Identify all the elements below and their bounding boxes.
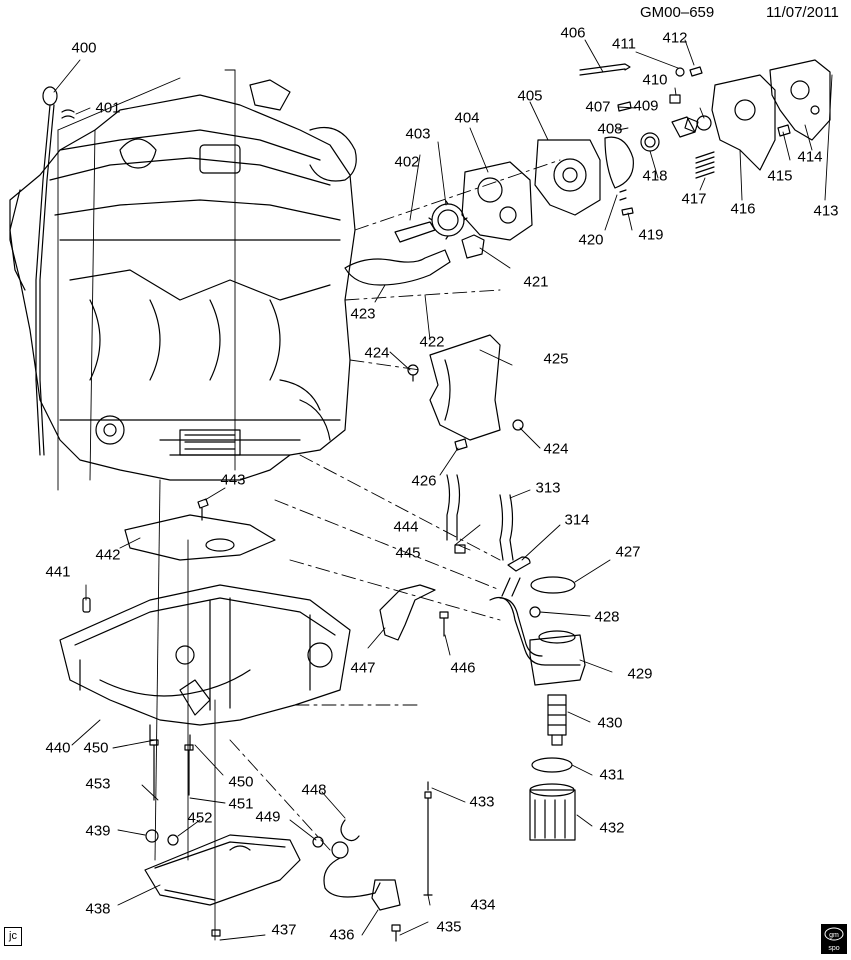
diagram-ref-id: GM00–659	[640, 4, 715, 21]
callout-447: 447	[350, 659, 376, 677]
callout-419: 419	[638, 226, 664, 244]
callout-402: 402	[394, 153, 420, 171]
fasteners-lower	[145, 739, 221, 937]
callout-415: 415	[767, 167, 793, 185]
callout-440: 440	[45, 739, 71, 757]
leaders-lower	[71, 719, 266, 941]
callout-428: 428	[594, 608, 620, 626]
callout-425: 425	[543, 350, 569, 368]
leaders-left	[53, 59, 236, 941]
callout-416: 416	[730, 200, 756, 218]
callout-450-left: 450	[83, 739, 109, 757]
leaders-cooler	[539, 559, 613, 673]
engine-block	[9, 79, 357, 481]
callout-437: 437	[271, 921, 297, 939]
callout-414: 414	[797, 148, 823, 166]
dipstick	[35, 86, 58, 456]
callout-430: 430	[597, 714, 623, 732]
callout-424-upper: 424	[364, 344, 390, 362]
artist-tag: jc	[4, 927, 22, 946]
callout-446: 446	[450, 659, 476, 677]
callout-451: 451	[228, 795, 254, 813]
svg-text:spo: spo	[828, 945, 839, 952]
callout-452: 452	[187, 809, 213, 827]
leaders-bracket	[367, 627, 451, 656]
callout-448: 448	[301, 781, 327, 799]
leaders-upper-right	[374, 39, 833, 476]
callout-450-right: 450	[228, 773, 254, 791]
callout-406: 406	[560, 24, 586, 42]
oil-level-sensor	[312, 819, 401, 942]
callout-410: 410	[642, 71, 668, 89]
callout-422: 422	[419, 333, 445, 351]
callout-405: 405	[517, 87, 543, 105]
callout-427: 427	[615, 543, 641, 561]
callout-411: 411	[612, 35, 636, 53]
callout-421: 421	[523, 273, 549, 291]
callout-444: 444	[393, 518, 419, 536]
gm-spo-logo-icon: gm spo	[821, 924, 847, 954]
bolt-433-434	[423, 781, 433, 896]
svg-text:gm: gm	[829, 932, 839, 939]
diagram-date: 11/07/2011	[766, 4, 839, 21]
callout-432: 432	[599, 819, 625, 837]
callout-436: 436	[329, 926, 355, 944]
callout-403: 403	[405, 125, 431, 143]
bracket-425	[407, 334, 524, 451]
callout-431: 431	[599, 766, 625, 784]
oil-baffle	[124, 498, 276, 561]
callout-313: 313	[535, 479, 561, 497]
oil-cooler	[489, 576, 586, 686]
leaders-baffle	[85, 487, 226, 601]
leaders-filter	[567, 711, 593, 827]
callout-418: 418	[642, 167, 668, 185]
callout-408: 408	[597, 120, 623, 138]
callout-424-lower: 424	[543, 440, 569, 458]
dipstick-clip	[61, 109, 75, 119]
bracket-447	[379, 584, 449, 641]
oil-filter-stack	[529, 694, 576, 841]
callout-400: 400	[71, 39, 97, 57]
leaders-sensor	[289, 787, 466, 936]
callout-417: 417	[681, 190, 707, 208]
callout-426: 426	[411, 472, 437, 490]
callout-401: 401	[95, 99, 121, 117]
lower-oil-pan	[144, 834, 301, 906]
callout-412: 412	[662, 29, 688, 47]
callout-443: 443	[220, 471, 246, 489]
callout-434: 434	[470, 896, 496, 914]
hoses	[446, 474, 531, 572]
callout-409: 409	[633, 97, 659, 115]
callout-445: 445	[395, 544, 421, 562]
leaders-hoses	[454, 489, 561, 561]
callout-423: 423	[350, 305, 376, 323]
callout-438: 438	[85, 900, 111, 918]
gm-spo-logo: gm spo	[821, 924, 847, 954]
callout-449: 449	[255, 808, 281, 826]
alignment-lines	[229, 159, 561, 851]
callout-433: 433	[469, 793, 495, 811]
callout-413: 413	[813, 202, 839, 220]
callout-420: 420	[578, 231, 604, 249]
callout-407: 407	[585, 98, 611, 116]
callout-442: 442	[95, 546, 121, 564]
callout-453: 453	[85, 775, 111, 793]
callout-314: 314	[564, 511, 590, 529]
callout-435: 435	[436, 918, 462, 936]
callout-429: 429	[627, 665, 653, 683]
callout-441: 441	[45, 563, 71, 581]
callout-404: 404	[454, 109, 480, 127]
dowel-441	[82, 597, 91, 613]
callout-439: 439	[85, 822, 111, 840]
upper-oil-pan	[59, 584, 351, 751]
